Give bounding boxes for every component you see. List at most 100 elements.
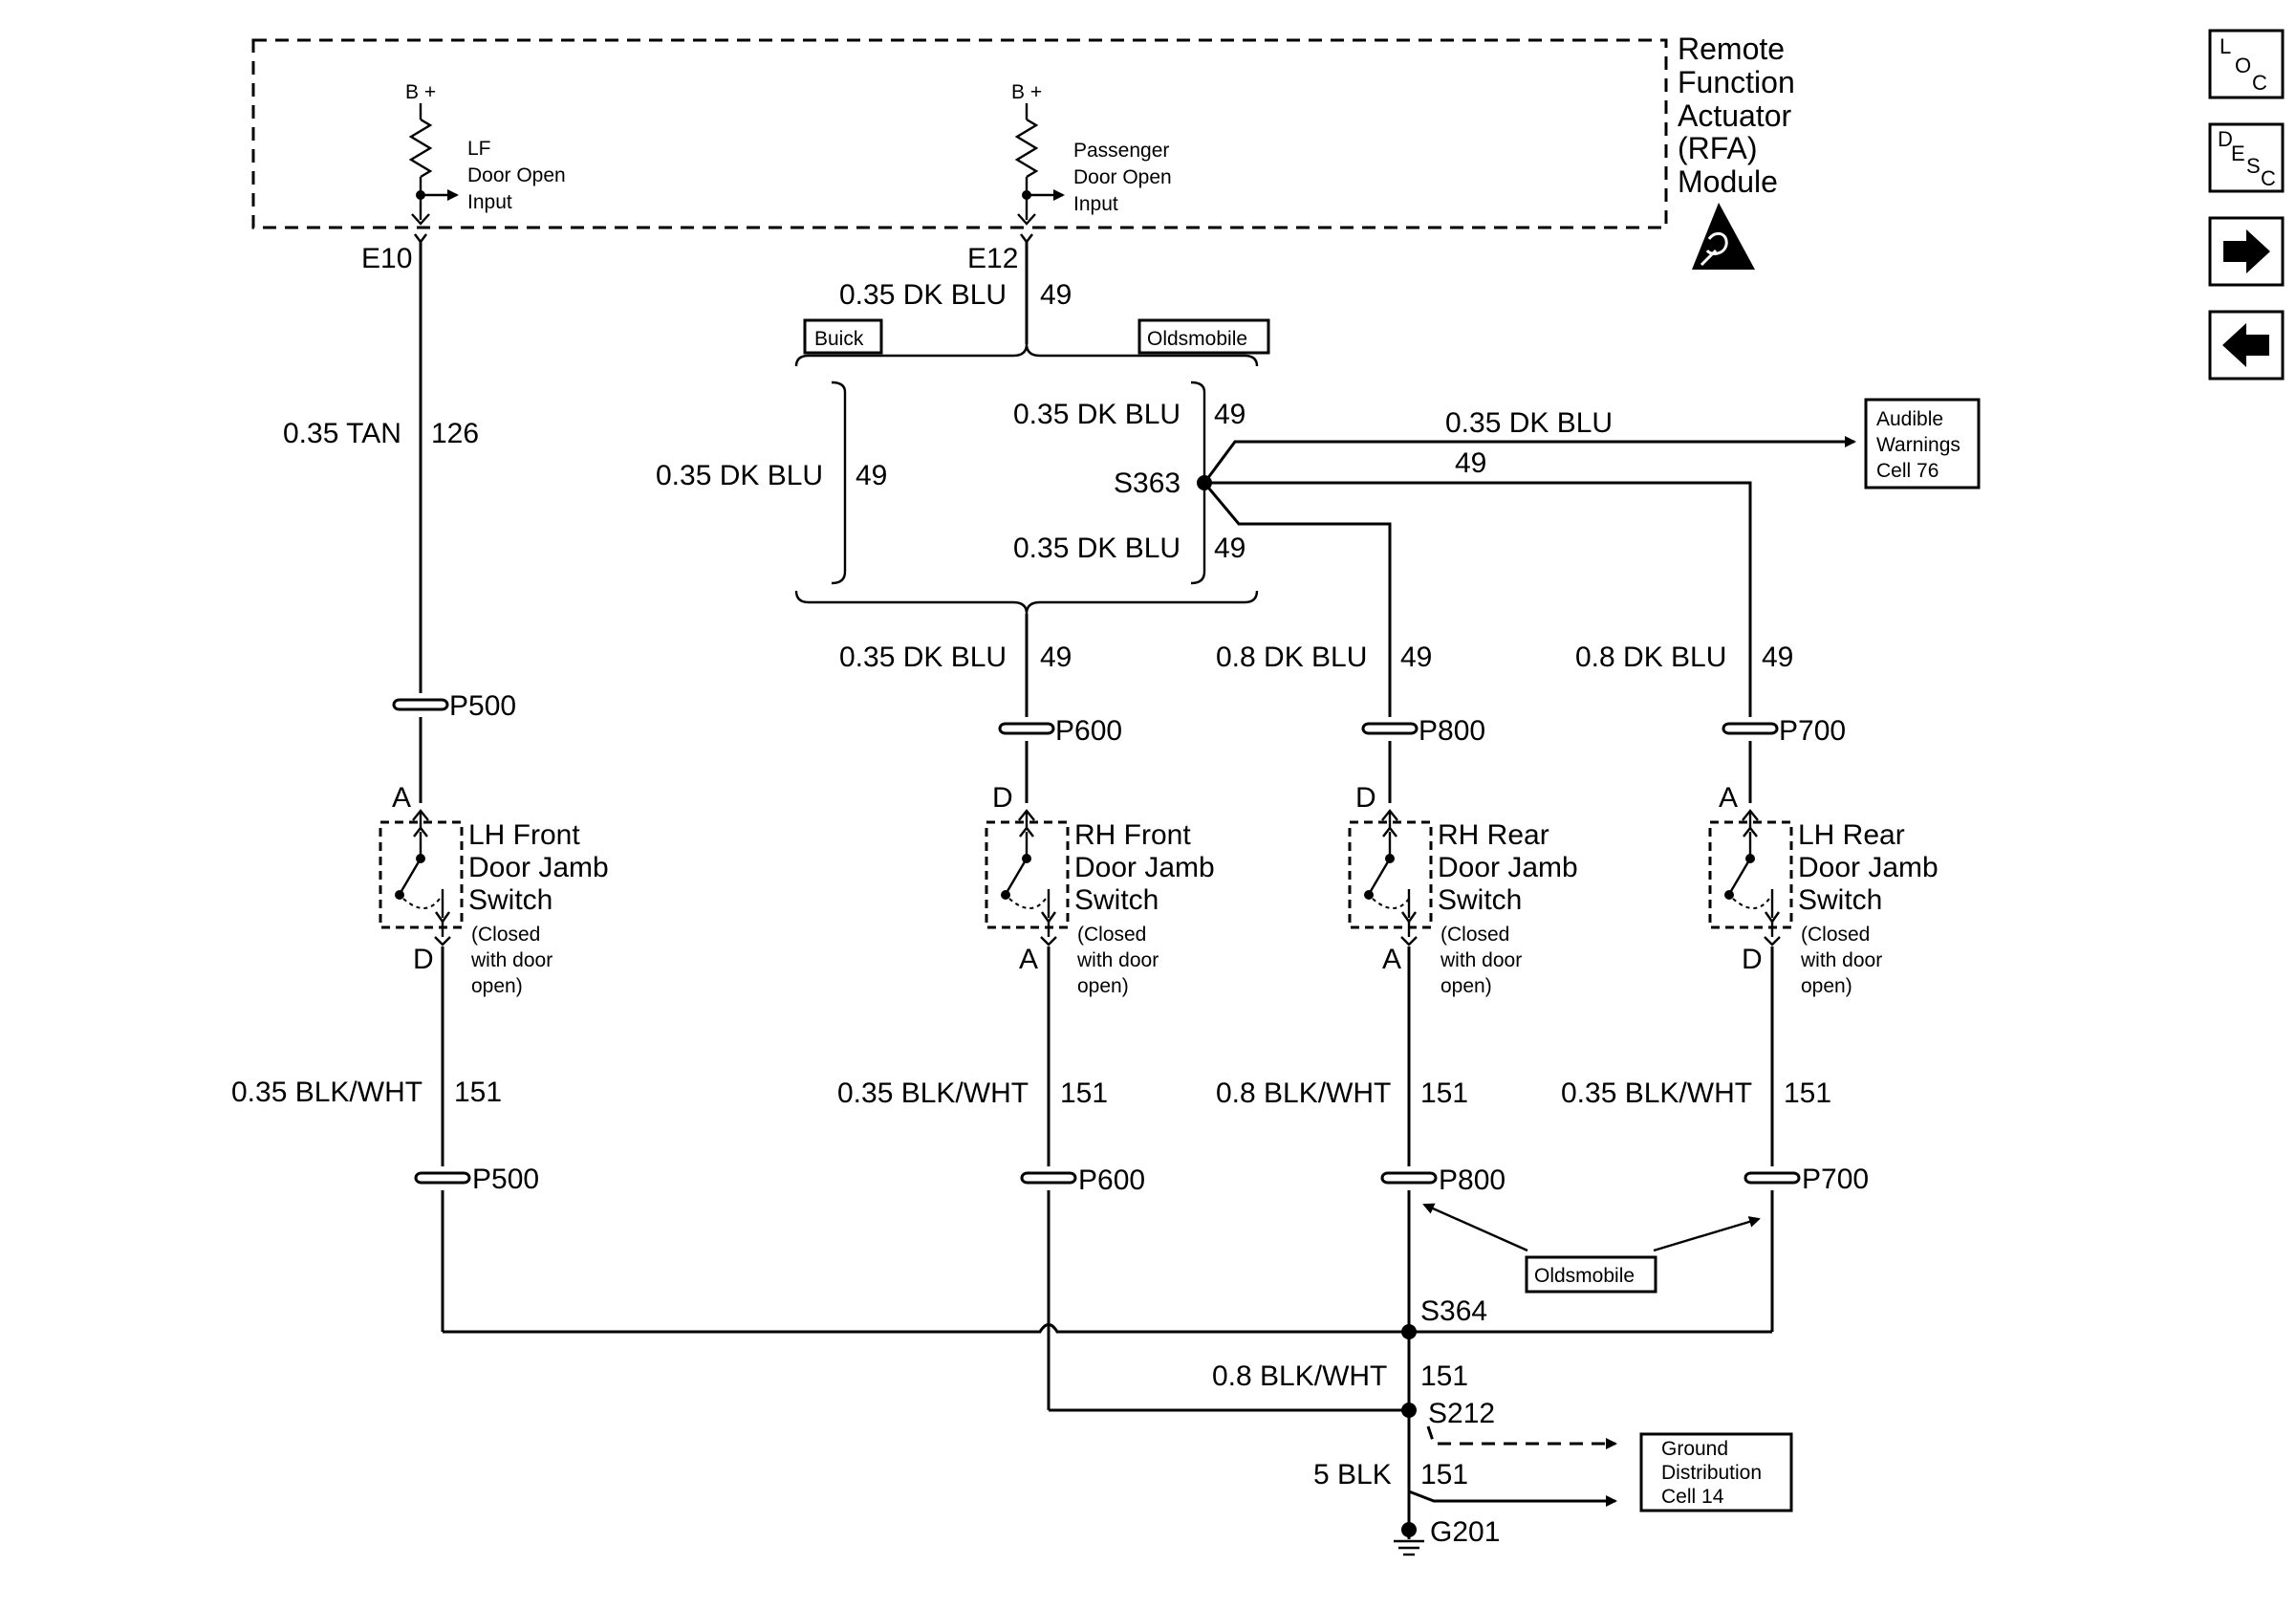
switch-note: with door bbox=[1440, 949, 1522, 971]
wire-151-lh-front: 0.35 BLK/WHT 151 bbox=[231, 946, 502, 1166]
switch-label: LH Rear bbox=[1798, 819, 1905, 851]
terminal-label: E10 bbox=[361, 243, 412, 274]
lf-input-label: LF bbox=[467, 138, 491, 160]
wire-126: 0.35 TAN 126 bbox=[283, 242, 479, 693]
oldsmobile-wire-path: 0.35 DK BLU 49 0.35 DK BLU 49 bbox=[1013, 381, 1245, 585]
pin-label: D bbox=[413, 944, 434, 975]
circuit-number: 49 bbox=[1040, 642, 1072, 673]
ref-audible-warnings: Audible Warnings Cell 76 bbox=[1864, 398, 1981, 490]
module-title-line: Function bbox=[1678, 65, 1795, 99]
circuit-number: 151 bbox=[1784, 1077, 1831, 1109]
splice-label: S212 bbox=[1428, 1398, 1495, 1429]
pin-label: A bbox=[1719, 782, 1738, 814]
circuit-number: 49 bbox=[1762, 642, 1793, 673]
switch-label: Switch bbox=[1438, 884, 1522, 916]
ref-label: Cell 14 bbox=[1661, 1486, 1724, 1508]
circuit-number: 49 bbox=[1214, 399, 1245, 430]
ground-bus-s364: S364 0.8 BLK/WHT 151 bbox=[441, 1190, 1774, 1415]
pin-label: D bbox=[1355, 782, 1376, 814]
switch-label: RH Rear bbox=[1438, 819, 1549, 851]
module-title-line: (RFA) bbox=[1678, 131, 1758, 165]
arrow-right-icon bbox=[2223, 229, 2270, 273]
switch-label: LH Front bbox=[468, 819, 580, 851]
desc-letter: D bbox=[2218, 127, 2233, 151]
circuit-number: 49 bbox=[1214, 533, 1245, 564]
switch-label: Door Jamb bbox=[1438, 852, 1578, 883]
switch-note: open) bbox=[471, 975, 523, 997]
module-title-line: Remote bbox=[1678, 32, 1785, 66]
switch-note: (Closed bbox=[1801, 924, 1870, 946]
circuit-number: 151 bbox=[454, 1077, 502, 1108]
bplus-label: B + bbox=[405, 81, 436, 103]
loc-button[interactable]: L O C bbox=[2208, 29, 2285, 99]
wire-color-label: 0.35 DK BLU bbox=[839, 279, 1007, 311]
next-button[interactable] bbox=[2208, 216, 2285, 287]
pin-label: D bbox=[992, 782, 1013, 814]
module-title-line: Module bbox=[1678, 164, 1778, 199]
desc-button[interactable]: D E S C bbox=[2208, 122, 2285, 193]
wire-49-rh-front: 0.35 DK BLU 49 bbox=[839, 614, 1072, 717]
variant-label: Buick bbox=[814, 328, 864, 350]
switch-note: open) bbox=[1077, 975, 1129, 997]
connector-label: P700 bbox=[1779, 715, 1846, 747]
ref-label: Warnings bbox=[1876, 434, 1960, 456]
ground-g201: G201 bbox=[1394, 1516, 1500, 1556]
desc-letter: S bbox=[2246, 154, 2261, 178]
connector-label: P500 bbox=[449, 690, 516, 722]
connector-p800-lower: P800 bbox=[1380, 1164, 1505, 1196]
connector-label: P600 bbox=[1078, 1164, 1145, 1196]
switch-rh-rear: D A RH Rear Door Jamb Switch (Closed wit… bbox=[1348, 782, 1578, 997]
lf-input-label: Input bbox=[467, 191, 512, 213]
wire-color-label: 0.35 TAN bbox=[283, 418, 401, 449]
switch-label: Switch bbox=[1798, 884, 1882, 916]
bplus-label: B + bbox=[1011, 81, 1042, 103]
connector-label: P800 bbox=[1439, 1164, 1505, 1196]
switch-note: with door bbox=[1076, 949, 1159, 971]
switch-lh-front: A D LH Front Door Jamb Switch (Closed wi… bbox=[379, 782, 609, 997]
passenger-input-label: Door Open bbox=[1073, 166, 1172, 188]
connector-p500-lower: P500 bbox=[414, 1164, 539, 1195]
switch-lh-rear: A D LH Rear Door Jamb Switch (Closed wit… bbox=[1708, 782, 1939, 997]
circuit-number: 49 bbox=[1400, 642, 1432, 673]
buick-wire-path: 0.35 DK BLU 49 bbox=[656, 381, 887, 585]
switch-note: (Closed bbox=[1077, 924, 1146, 946]
connector-p500-upper: P500 bbox=[392, 690, 516, 803]
wire-color-label: 0.8 BLK/WHT bbox=[1216, 1077, 1391, 1109]
module-boundary bbox=[251, 38, 1668, 229]
wire-color-label: 0.35 BLK/WHT bbox=[231, 1077, 422, 1108]
wire-151-ground: 5 BLK 151 bbox=[1313, 1410, 1617, 1539]
module-title-line: Actuator bbox=[1678, 98, 1792, 133]
ref-label: Ground bbox=[1661, 1438, 1728, 1460]
ref-label: Distribution bbox=[1661, 1462, 1762, 1484]
switch-label: Door Jamb bbox=[1074, 852, 1215, 883]
circuit-number: 151 bbox=[1420, 1360, 1468, 1392]
connector-p700-lower: P700 bbox=[1744, 1164, 1869, 1195]
loc-letter: C bbox=[2252, 71, 2267, 95]
switch-label: Switch bbox=[1074, 884, 1159, 916]
passenger-pullup-circuit: B + Passenger Door Open Input bbox=[1011, 81, 1172, 226]
circuit-number: 126 bbox=[431, 418, 479, 449]
wire-151-rh-rear: 0.8 BLK/WHT 151 bbox=[1216, 946, 1468, 1166]
switch-rh-front: D A RH Front Door Jamb Switch (Closed wi… bbox=[985, 782, 1215, 997]
circuit-number: 49 bbox=[1040, 279, 1072, 311]
circuit-number: 151 bbox=[1420, 1077, 1468, 1109]
esd-warning-icon bbox=[1692, 203, 1755, 270]
ref-ground-distribution: Ground Distribution Cell 14 bbox=[1639, 1432, 1793, 1512]
switch-label: RH Front bbox=[1074, 819, 1191, 851]
circuit-number: 49 bbox=[856, 460, 887, 491]
rfa-module: Remote Function Actuator (RFA) Module B … bbox=[251, 32, 1795, 270]
connector-label: P500 bbox=[472, 1164, 539, 1195]
switch-note: open) bbox=[1801, 975, 1852, 997]
wire-color-label: 5 BLK bbox=[1313, 1459, 1392, 1490]
variant-brace-top bbox=[794, 343, 1259, 367]
prev-button[interactable] bbox=[2208, 310, 2285, 381]
wire-color-label: 0.35 DK BLU bbox=[1013, 399, 1180, 430]
desc-letter: C bbox=[2261, 166, 2276, 190]
lf-pullup-circuit: B + LF Door Open Input bbox=[405, 81, 566, 226]
pin-label: A bbox=[1019, 944, 1038, 975]
wire-151-lh-rear: 0.35 BLK/WHT 151 bbox=[1561, 946, 1831, 1166]
variant-label-oldsmobile: Oldsmobile bbox=[1137, 318, 1270, 355]
wire-color-label: 0.35 BLK/WHT bbox=[837, 1077, 1029, 1109]
variant-label: Oldsmobile bbox=[1534, 1265, 1635, 1287]
